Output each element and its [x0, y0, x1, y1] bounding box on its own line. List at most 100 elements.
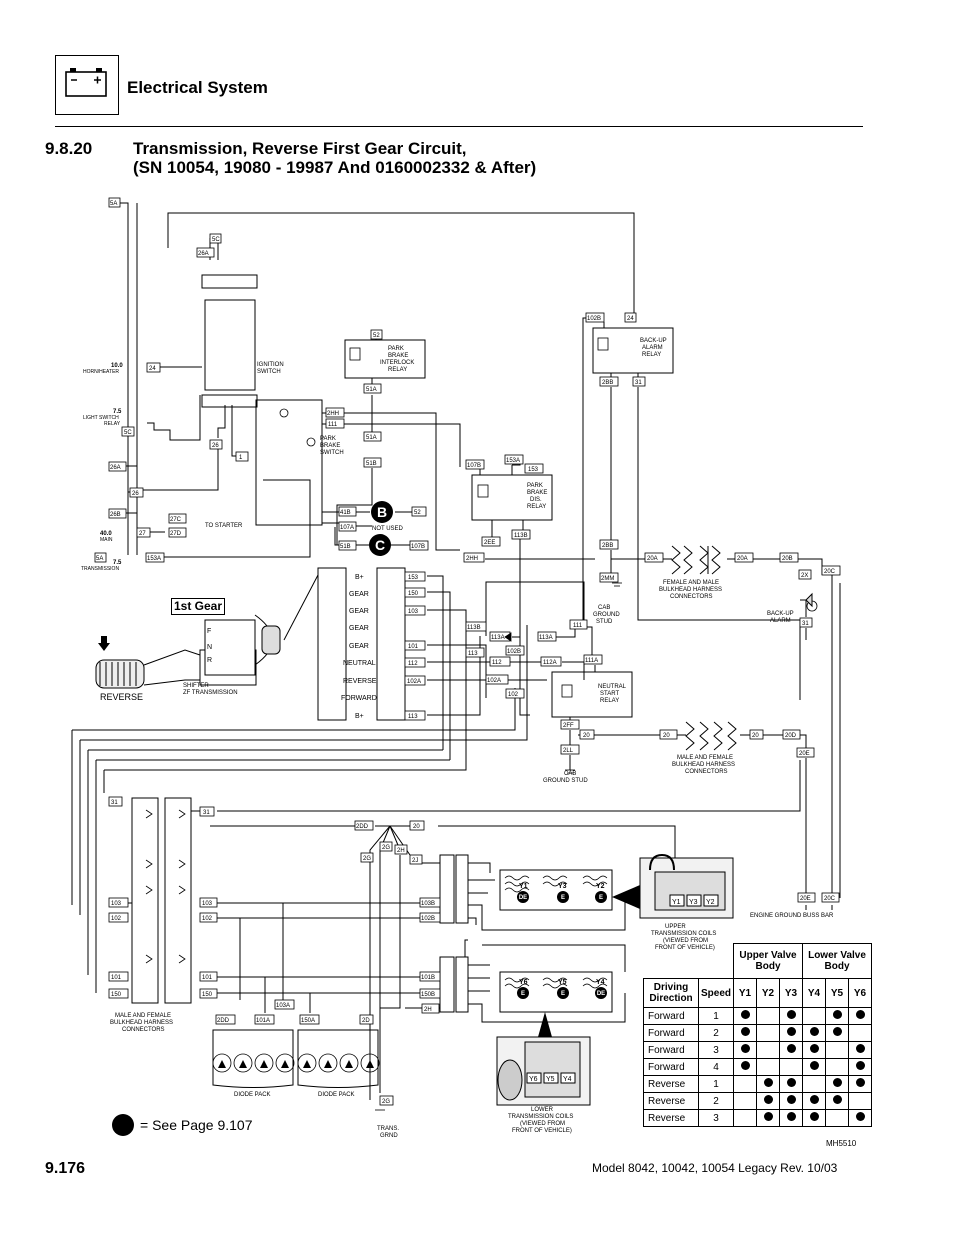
- svg-text:DIODE PACK: DIODE PACK: [318, 1092, 355, 1098]
- svg-text:SWITCH: SWITCH: [257, 369, 281, 375]
- coil-y4: Y4: [596, 979, 605, 986]
- svg-text:BRAKE: BRAKE: [527, 490, 547, 496]
- svg-text:111: 111: [573, 623, 583, 629]
- valve-cell: [802, 1007, 826, 1025]
- energized-dot-icon: [786, 1027, 796, 1036]
- svg-text:2BB: 2BB: [602, 543, 613, 549]
- svg-text:102: 102: [508, 692, 519, 698]
- valve-cell: [733, 1075, 757, 1093]
- svg-text:51B: 51B: [340, 544, 351, 550]
- svg-text:41B: 41B: [340, 510, 351, 516]
- legend-dot-icon: [112, 1114, 134, 1136]
- svg-text:(VIEWED FROM: (VIEWED FROM: [663, 938, 708, 944]
- section-title-line2: (SN 10054, 19080 - 19987 And 0160002332 …: [133, 158, 537, 177]
- svg-text:BULKHEAD HARNESS: BULKHEAD HARNESS: [659, 587, 722, 593]
- svg-text:107B: 107B: [411, 544, 425, 550]
- valve-cell: [802, 1024, 826, 1042]
- svg-text:RELAY: RELAY: [642, 352, 661, 358]
- valve-cell: [848, 1041, 872, 1059]
- svg-text:113B: 113B: [467, 625, 481, 631]
- energized-dot-icon: [740, 1010, 750, 1019]
- svg-text:BULKHEAD HARNESS: BULKHEAD HARNESS: [110, 1020, 173, 1026]
- svg-text:2MM: 2MM: [601, 576, 614, 582]
- svg-text:UPPER: UPPER: [665, 924, 686, 930]
- svg-text:150A: 150A: [301, 1018, 315, 1024]
- svg-text:5C: 5C: [124, 430, 132, 436]
- svg-text:20: 20: [583, 733, 590, 739]
- svg-text:DIODE PACK: DIODE PACK: [234, 1092, 271, 1098]
- svg-text:27C: 27C: [170, 517, 182, 523]
- page-title: Electrical System: [127, 78, 268, 97]
- svg-text:31: 31: [802, 621, 809, 627]
- valve-cell: [756, 1041, 780, 1059]
- svg-text:2LL: 2LL: [563, 748, 574, 754]
- svg-text:31: 31: [111, 800, 118, 806]
- ignition-label: IGNITION: [257, 362, 284, 368]
- svg-text:GEAR: GEAR: [349, 625, 369, 632]
- valve-cell: [825, 1075, 849, 1093]
- svg-text:ENGINE GROUND BUSS BAR: ENGINE GROUND BUSS BAR: [750, 913, 834, 919]
- svg-text:103: 103: [111, 901, 122, 907]
- coil-dot-label: E: [599, 895, 603, 901]
- svg-text:START: START: [600, 691, 619, 697]
- svg-text:51B: 51B: [366, 461, 377, 467]
- page-number: 9.176: [45, 1160, 86, 1177]
- svg-text:112: 112: [408, 661, 418, 667]
- svg-text:MALE AND FEMALE: MALE AND FEMALE: [677, 755, 733, 761]
- svg-text:5A: 5A: [96, 556, 103, 562]
- dir-header: Driving Direction: [643, 978, 699, 1008]
- speed-cell: 1: [698, 1075, 734, 1093]
- svg-text:52: 52: [373, 333, 380, 339]
- svg-text:ZF TRANSMISSION: ZF TRANSMISSION: [183, 690, 238, 696]
- svg-text:10.0: 10.0: [111, 363, 123, 369]
- energized-dot-icon: [809, 1061, 819, 1070]
- svg-text:RELAY: RELAY: [104, 421, 121, 427]
- alarm-icon: [800, 592, 813, 608]
- svg-text:20E: 20E: [799, 751, 810, 757]
- valve-cell: [848, 1109, 872, 1127]
- valve-cell: [825, 1109, 849, 1127]
- coil-dot-label: E: [561, 991, 565, 997]
- valve-speed-table: Upper Valve Body Lower Valve Body Drivin…: [643, 943, 872, 1127]
- svg-text:51A: 51A: [366, 435, 377, 441]
- valve-cell: [756, 1007, 780, 1025]
- svg-text:ALARM: ALARM: [642, 345, 663, 351]
- svg-text:CONNECTORS: CONNECTORS: [685, 769, 728, 775]
- svg-text:51A: 51A: [366, 387, 377, 393]
- svg-text:GEAR: GEAR: [349, 608, 369, 615]
- svg-text:GROUND STUD: GROUND STUD: [543, 778, 588, 784]
- energized-dot-icon: [786, 1010, 796, 1019]
- svg-text:150B: 150B: [421, 992, 435, 998]
- svg-text:B+: B+: [355, 574, 364, 581]
- svg-text:ALARM: ALARM: [770, 618, 791, 624]
- battery-icon: [55, 55, 119, 115]
- energized-dot-icon: [786, 1095, 796, 1104]
- energized-dot-icon: [763, 1112, 773, 1121]
- svg-text:Y1: Y1: [672, 899, 681, 906]
- svg-text:2X: 2X: [801, 573, 808, 579]
- svg-text:101A: 101A: [256, 1018, 270, 1024]
- svg-text:26B: 26B: [110, 512, 121, 518]
- svg-text:1: 1: [239, 455, 243, 461]
- svg-text:20D: 20D: [785, 733, 797, 739]
- svg-text:TRANSMISSION: TRANSMISSION: [81, 566, 119, 572]
- svg-text:BRAKE: BRAKE: [388, 353, 408, 359]
- valve-cell: [825, 1058, 849, 1076]
- energized-dot-icon: [832, 1010, 842, 1019]
- energized-dot-icon: [855, 1061, 865, 1070]
- valve-cell: [733, 1041, 757, 1059]
- valve-cell: [802, 1092, 826, 1110]
- svg-text:20A: 20A: [737, 556, 748, 562]
- svg-text:101B: 101B: [421, 975, 435, 981]
- svg-text:SHIFTER: SHIFTER: [183, 683, 209, 689]
- svg-text:27: 27: [139, 531, 146, 537]
- coil-dot-label: E: [561, 895, 565, 901]
- svg-text:102A: 102A: [487, 678, 501, 684]
- section-number: 9.8.20: [45, 139, 93, 158]
- marker-b: B: [377, 504, 387, 520]
- header-rule: [55, 126, 863, 127]
- figure-code: MH5510: [826, 1139, 857, 1148]
